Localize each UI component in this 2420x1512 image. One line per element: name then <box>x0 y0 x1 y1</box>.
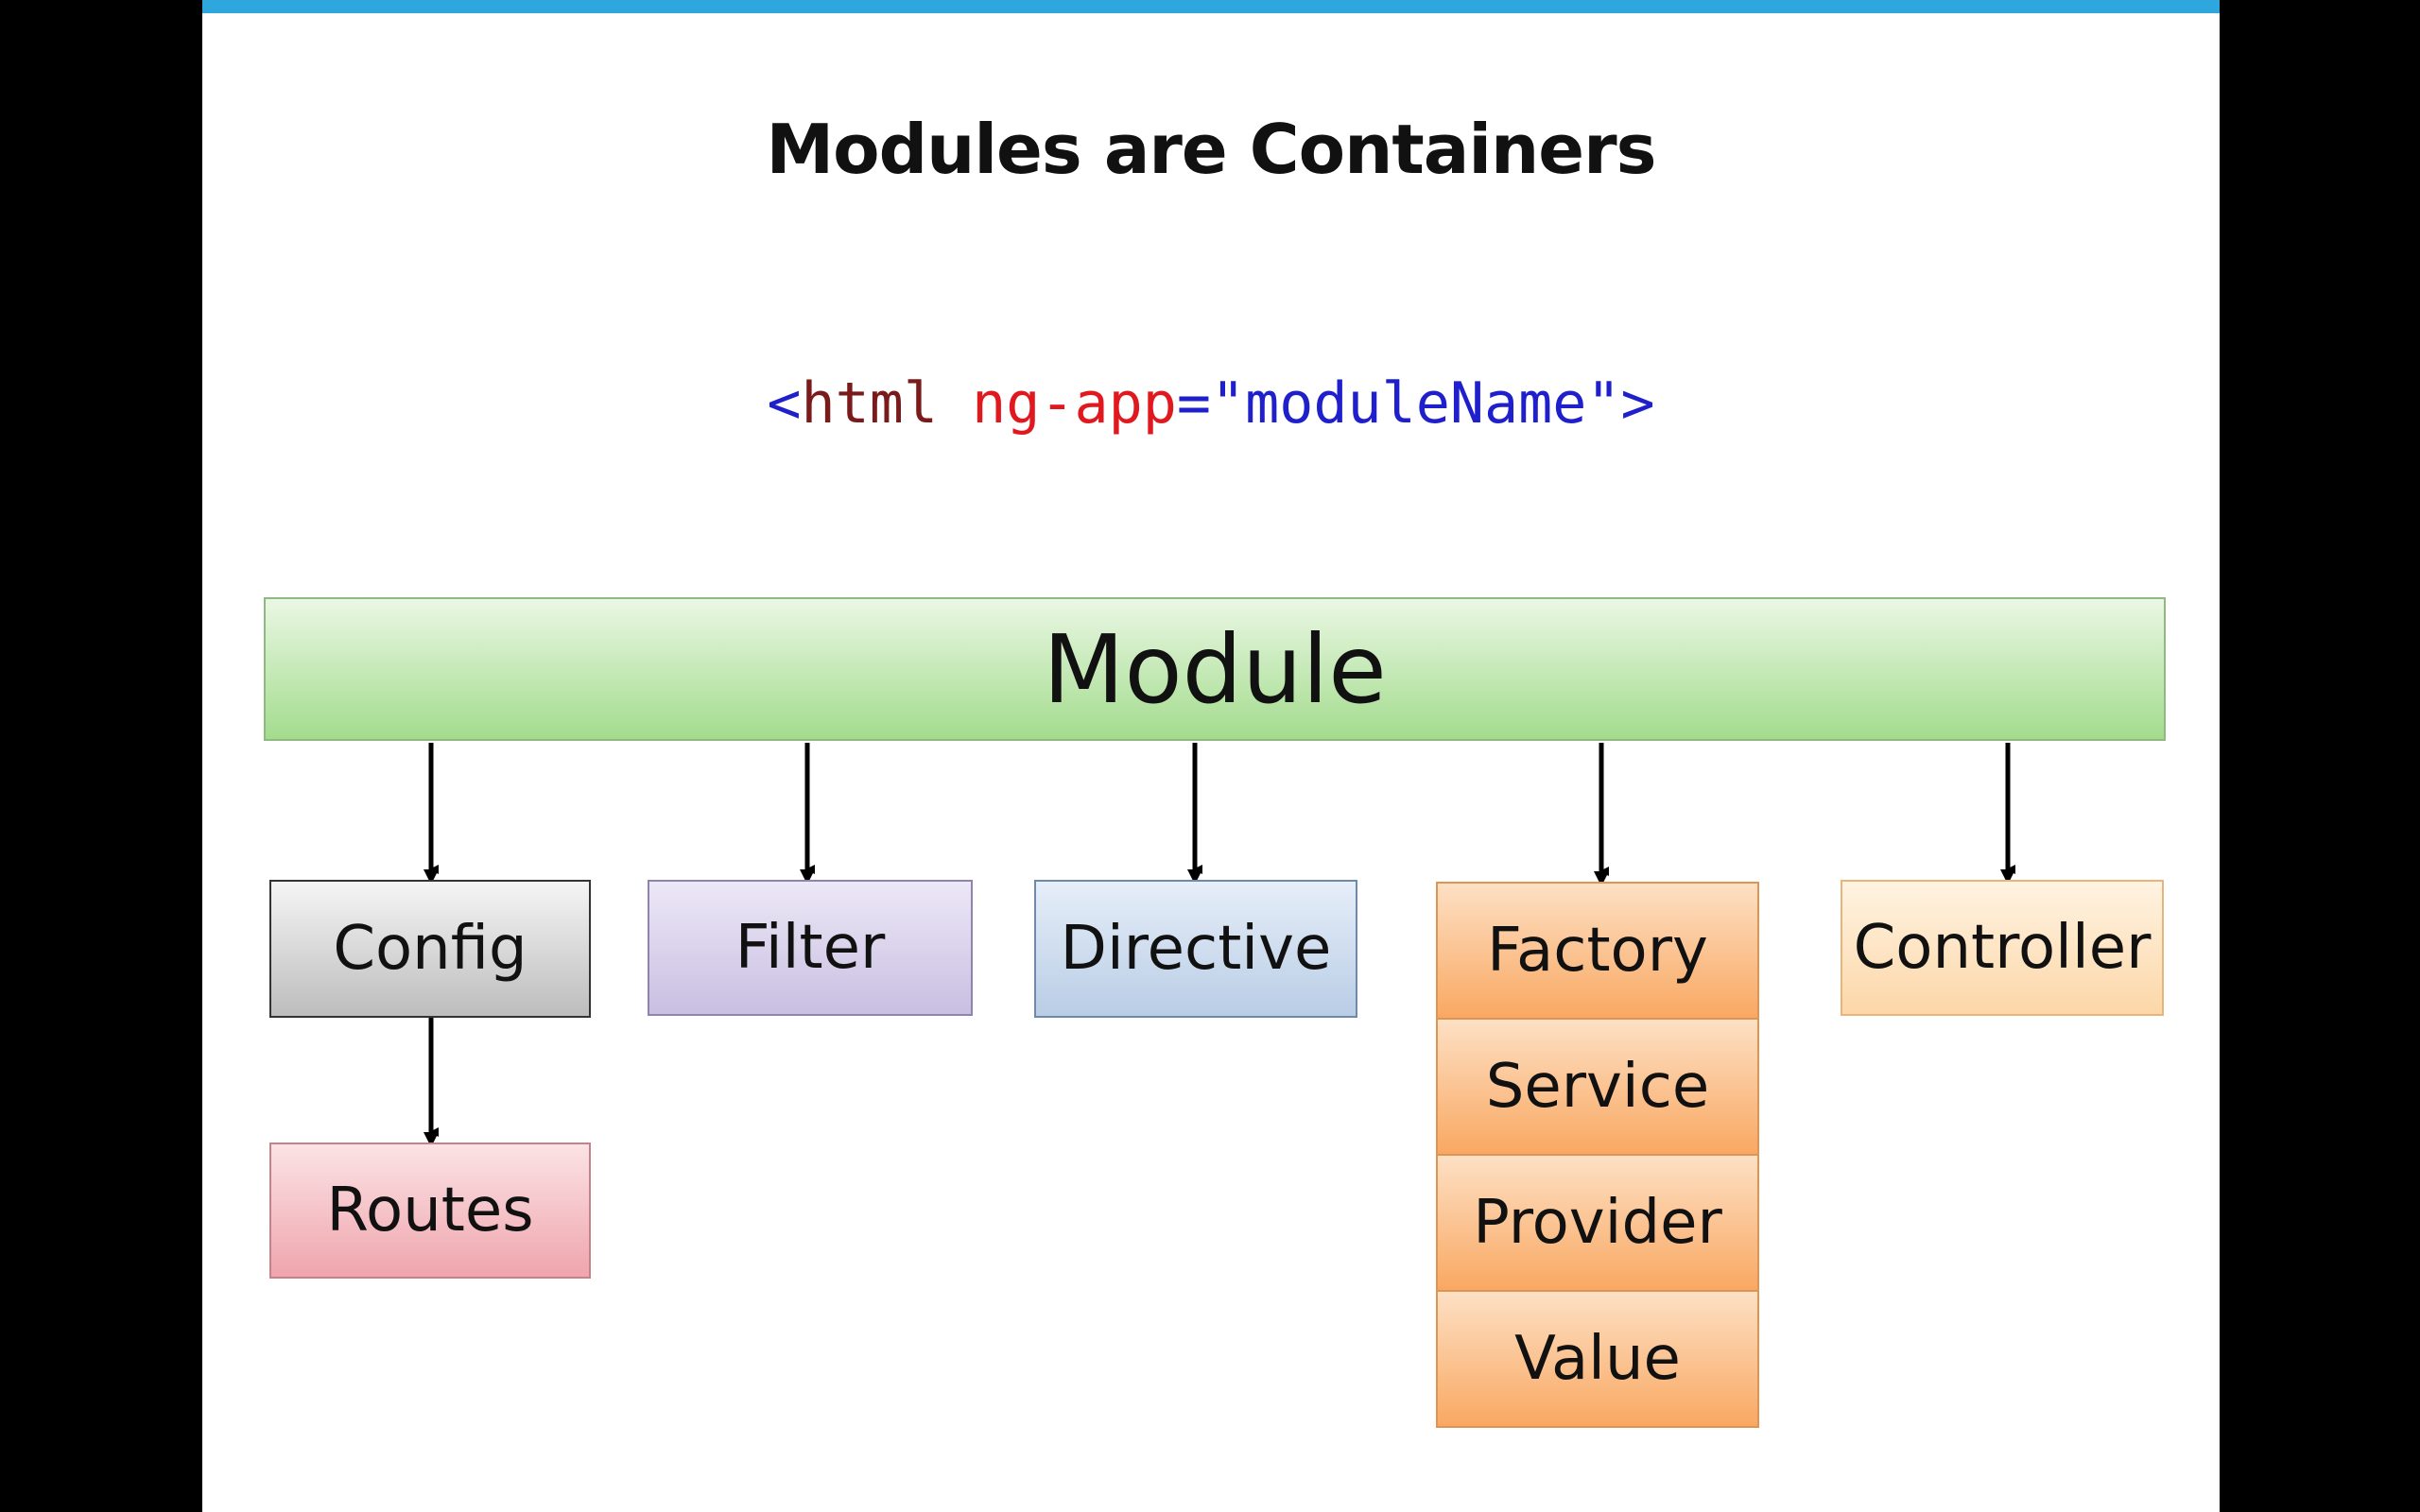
directive-box: Directive <box>1034 880 1357 1018</box>
factory-box: Factory <box>1436 882 1759 1020</box>
config-box: Config <box>269 880 591 1018</box>
module-box: Module <box>264 597 2166 741</box>
code-attr-name: ng-app <box>972 370 1177 437</box>
controller-box: Controller <box>1841 880 2164 1016</box>
routes-box: Routes <box>269 1143 591 1279</box>
code-bracket-close: > <box>1620 370 1655 437</box>
code-bracket-open: < <box>767 370 802 437</box>
code-tag-name: html <box>801 370 939 437</box>
code-attr-value: "moduleName" <box>1211 370 1621 437</box>
accent-bar <box>202 0 2220 13</box>
filter-box: Filter <box>648 880 973 1016</box>
value-box: Value <box>1436 1290 1759 1428</box>
service-box: Service <box>1436 1018 1759 1156</box>
code-snippet: <html ng-app="moduleName"> <box>202 370 2220 437</box>
diagram-arrows <box>424 743 2015 1147</box>
slide: Modules are Containers <html ng-app="mod… <box>202 0 2220 1512</box>
provider-box: Provider <box>1436 1154 1759 1292</box>
code-equals: = <box>1176 370 1211 437</box>
slide-title: Modules are Containers <box>766 110 1656 189</box>
